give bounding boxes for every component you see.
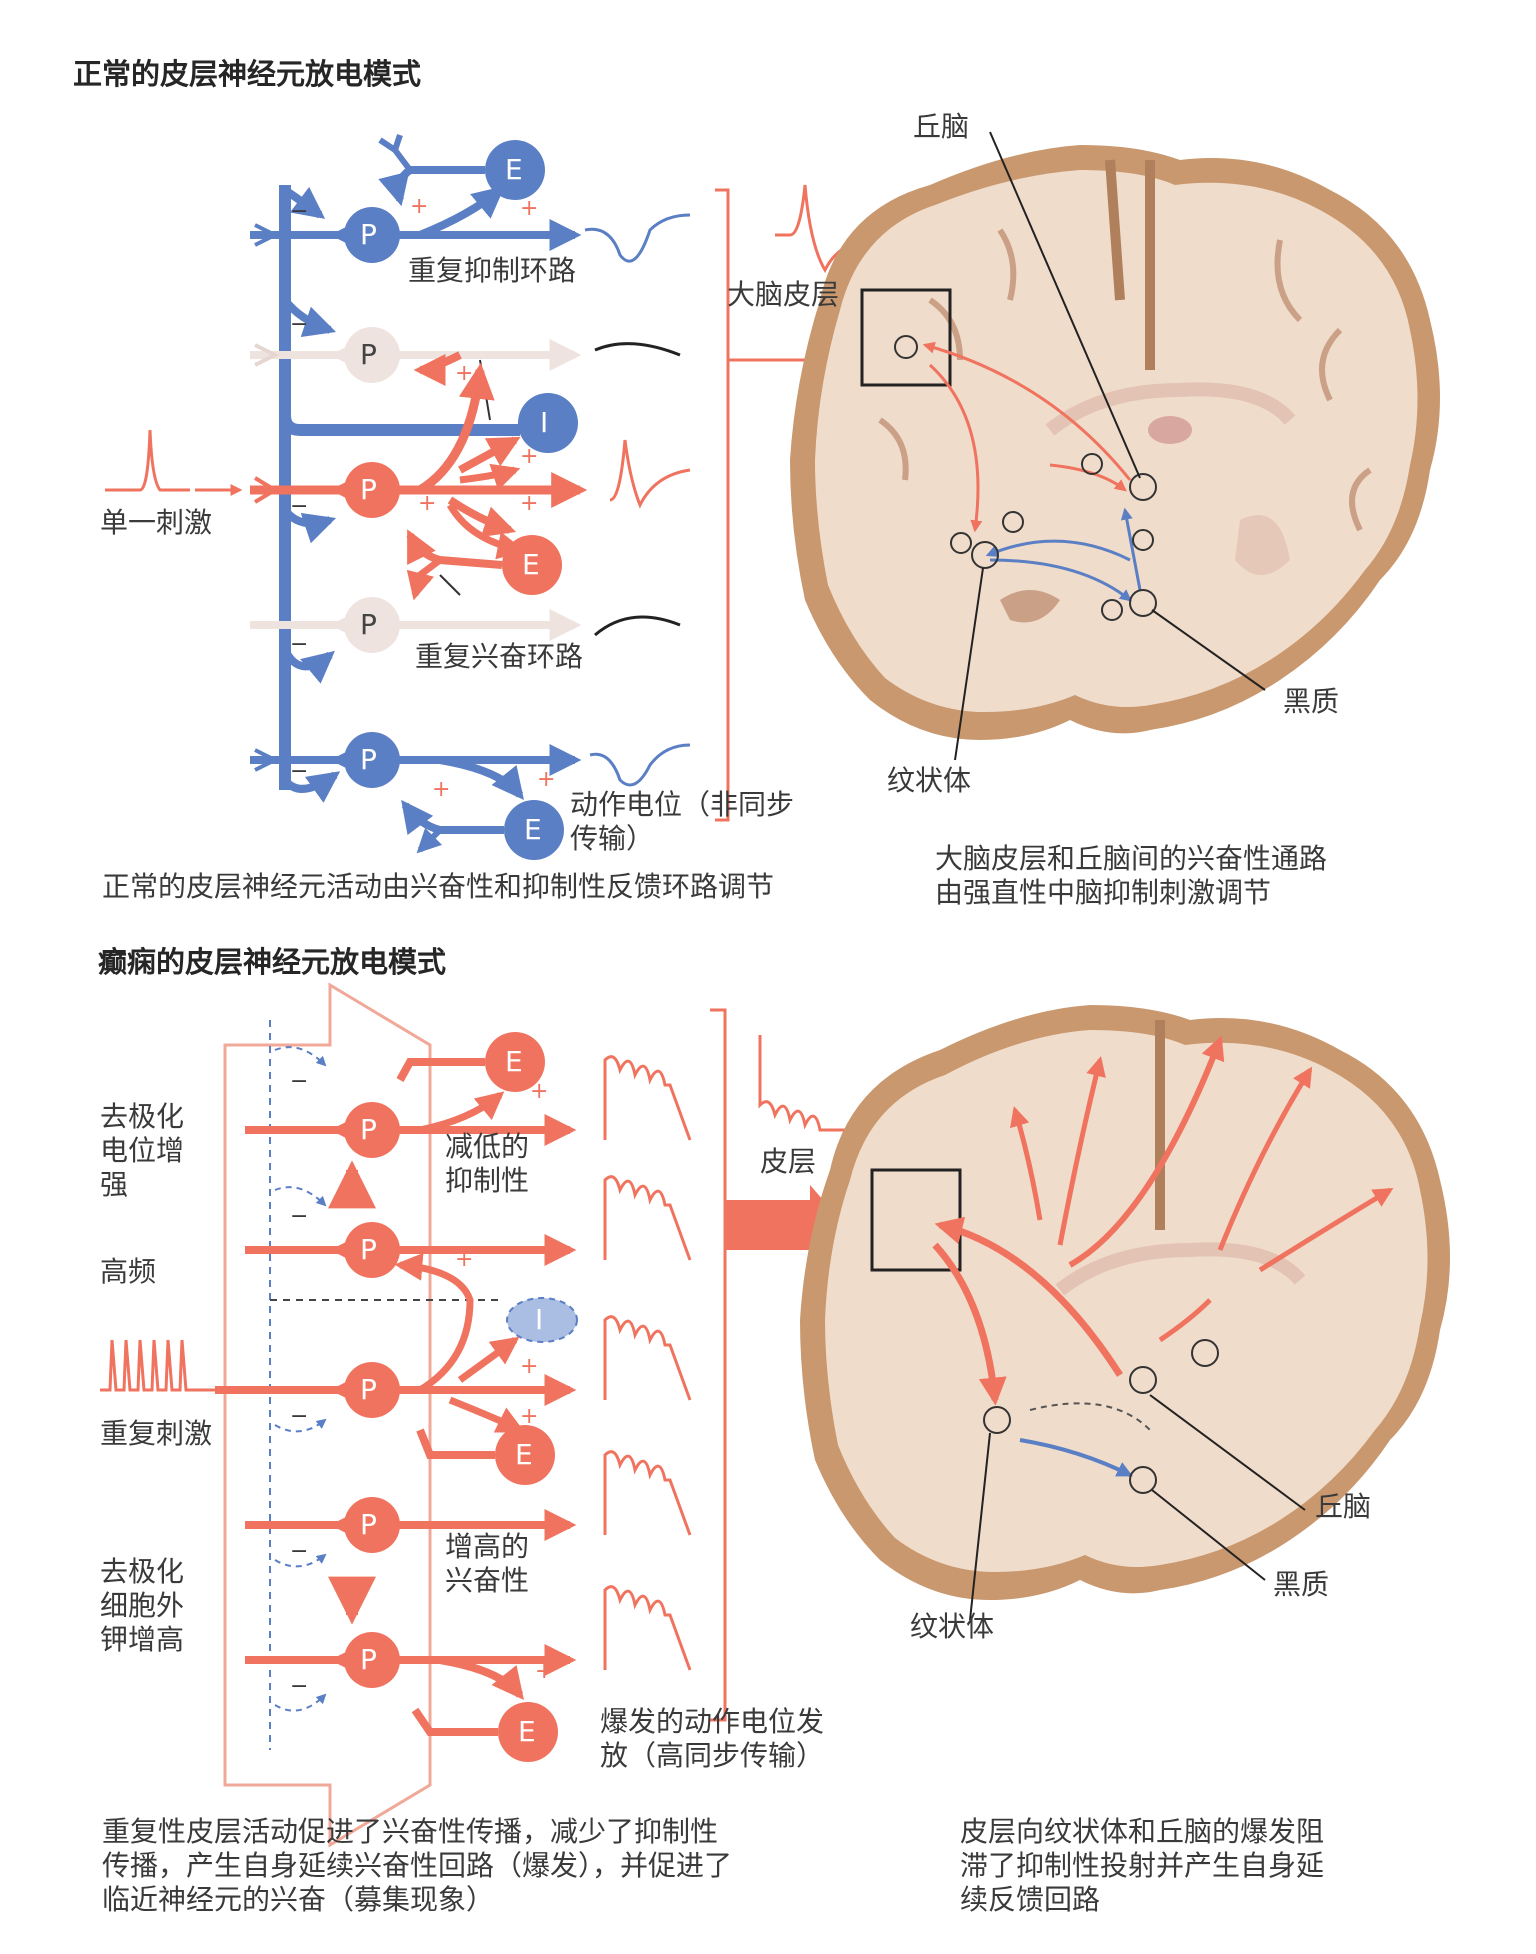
bottom-circuit — [100, 982, 847, 1848]
sign-minus: − — [290, 494, 309, 519]
sign-plus: + — [418, 491, 437, 516]
label-repeated-stimulus: 重复刺激 — [100, 1417, 213, 1450]
label-single-stimulus: 单一刺激 — [100, 506, 213, 539]
caption-top-right: 大脑皮层和丘脑间的兴奋性通路 由强直性中脑抑制刺激调节 — [935, 842, 1328, 909]
letter-p: P — [360, 1113, 377, 1146]
label-potassium: 去极化 细胞外 钾增高 — [100, 1555, 185, 1656]
sign-plus: + — [520, 196, 539, 221]
sign-plus: + — [410, 194, 429, 219]
sign-plus: + — [537, 767, 556, 792]
letter-p: P — [360, 473, 377, 506]
sign-minus: − — [290, 759, 309, 784]
bottom-heading: 癫痫的皮层神经元放电模式 — [98, 945, 447, 979]
sign-plus: + — [535, 1659, 554, 1684]
bottom-frame — [223, 982, 432, 1848]
letter-p: P — [360, 218, 377, 251]
label-recurrent-excitatory: 重复兴奋环路 — [415, 640, 584, 673]
brain-top-tissue — [815, 170, 1418, 712]
label-recurrent-inhibitory: 重复抑制环路 — [408, 254, 577, 287]
neuron-e2-body — [502, 535, 562, 595]
caption-top-left: 正常的皮层神经元活动由兴奋性和抑制性反馈环路调节 — [102, 870, 775, 903]
letter-e: E — [524, 813, 542, 846]
sign-plus: + — [520, 491, 539, 516]
letter-e: E — [505, 1045, 523, 1078]
sign-minus: − — [290, 1204, 309, 1229]
letter-p: P — [360, 338, 377, 371]
letter-p: P — [360, 1508, 377, 1541]
label-action-potential: 动作电位（非同步 传输） — [570, 788, 795, 855]
label-burst: 爆发的动作电位发 放（高同步传输） — [600, 1705, 825, 1772]
label-thalamus-top: 丘脑 — [913, 110, 970, 143]
sign-plus: + — [520, 1404, 539, 1429]
sign-minus: − — [290, 632, 309, 657]
sign-minus: − — [290, 1539, 309, 1564]
letter-e: E — [505, 153, 523, 186]
letter-i: I — [540, 406, 549, 439]
sign-minus: − — [290, 1674, 309, 1699]
letter-p: P — [360, 608, 377, 641]
cortex-box-top — [860, 288, 952, 387]
brain-top — [790, 131, 1440, 761]
sign-plus: + — [432, 777, 451, 802]
letter-e: E — [515, 1438, 533, 1471]
neuron-e1-body — [485, 140, 545, 200]
label-thalamus-bottom: 丘脑 — [1315, 1490, 1372, 1523]
sign-minus: − — [290, 199, 309, 224]
top-heading: 正常的皮层神经元放电模式 — [73, 57, 422, 91]
sign-minus: − — [290, 312, 309, 337]
sign-minus: − — [290, 1069, 309, 1094]
neuron-i-body — [518, 393, 578, 453]
letter-e: E — [518, 1715, 536, 1748]
label-cortex-bottom: 皮层 — [760, 1145, 817, 1178]
caption-bottom-right: 皮层向纹状体和丘脑的爆发阻 滞了抑制性投射并产生自身延 续反馈回路 — [960, 1815, 1325, 1916]
label-cortex-top: 大脑皮层 — [727, 278, 840, 311]
caption-bottom-left: 重复性皮层活动促进了兴奋性传播，减少了抑制性 传播，产生自身延续兴奋性回路（爆发… — [102, 1815, 733, 1916]
label-substantia-nigra-top: 黑质 — [1283, 685, 1340, 718]
brain-bottom — [800, 1005, 1450, 1621]
label-substantia-nigra-bottom: 黑质 — [1273, 1568, 1330, 1601]
label-high-frequency: 高频 — [100, 1255, 157, 1288]
neuron-i-dashed — [506, 1297, 578, 1343]
label-striatum-bottom: 纹状体 — [910, 1610, 995, 1643]
letter-p: P — [360, 743, 377, 776]
sign-plus: + — [455, 361, 474, 386]
label-reduced-inhibition: 减低的 抑制性 — [445, 1130, 530, 1197]
neuron-e3-body — [504, 800, 564, 860]
letter-e: E — [522, 548, 540, 581]
letter-p: P — [360, 1373, 377, 1406]
label-increased-excitability: 增高的 兴奋性 — [445, 1530, 530, 1597]
label-depolarization: 去极化 电位增 强 — [100, 1100, 185, 1201]
sign-plus: + — [520, 444, 539, 469]
top-circuit — [105, 134, 876, 860]
sign-plus: + — [414, 569, 433, 594]
letter-i: I — [535, 1303, 544, 1336]
label-striatum-top: 纹状体 — [887, 764, 972, 797]
sign-plus: + — [520, 1354, 539, 1379]
sign-plus: + — [455, 1247, 474, 1272]
sign-plus: + — [530, 1079, 549, 1104]
letter-p: P — [360, 1643, 377, 1676]
letter-p: P — [360, 1233, 377, 1266]
sign-minus: − — [290, 1404, 309, 1429]
